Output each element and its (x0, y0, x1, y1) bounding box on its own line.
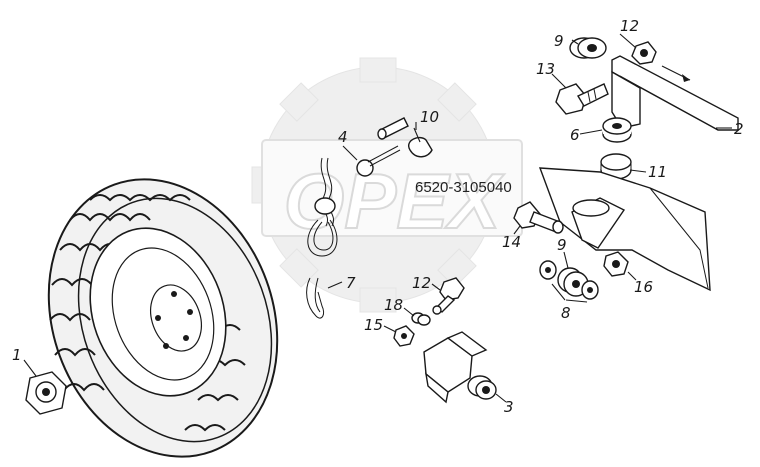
callout-labels: 1 2 3 4 6 7 8 9 9 10 11 12 12 13 14 15 1… (12, 17, 744, 416)
callout-14: 14 (502, 233, 521, 251)
part-4-rope-loop (307, 145, 401, 257)
part-16-nut (603, 251, 629, 277)
callout-18: 18 (384, 296, 403, 314)
callout-10: 10 (420, 108, 439, 126)
part-code-label: 6520-3105040 (415, 179, 512, 196)
part-15-nut (393, 325, 415, 347)
frame-panel (538, 167, 711, 292)
part-6-washer (602, 117, 632, 143)
part-12-nut-top (631, 41, 657, 65)
callout-1: 1 (12, 346, 22, 364)
part-18-washer (411, 312, 431, 326)
callout-16: 16 (634, 278, 653, 296)
callout-7: 7 (346, 274, 356, 292)
callout-6: 6 (570, 126, 580, 144)
callout-4: 4 (338, 128, 348, 146)
spare-wheel-tire (47, 178, 279, 458)
part-13-bolt (555, 83, 609, 115)
callout-15: 15 (364, 316, 383, 334)
part-12-bolt-mid (432, 277, 465, 315)
part-8-washer-set (539, 260, 599, 303)
callout-13: 13 (536, 60, 555, 78)
callout-3: 3 (504, 398, 514, 416)
callout-12-mid: 12 (412, 274, 431, 292)
callout-9-mid: 9 (557, 236, 567, 254)
part-14-bolt (513, 201, 564, 234)
callout-2: 2 (734, 120, 744, 138)
part-7-hook (306, 277, 343, 319)
part-10-clamp (377, 117, 433, 158)
part-3-mount-bracket (423, 331, 497, 404)
callout-8: 8 (561, 304, 571, 322)
callout-12-top: 12 (620, 17, 639, 35)
part-2-carrier-bracket (611, 55, 739, 131)
callout-9-top: 9 (554, 32, 564, 50)
callout-11: 11 (648, 163, 667, 181)
part-9-bushing-top (569, 37, 607, 59)
part-1-wheel-nut (25, 371, 67, 415)
leader-lines (23, 33, 732, 403)
